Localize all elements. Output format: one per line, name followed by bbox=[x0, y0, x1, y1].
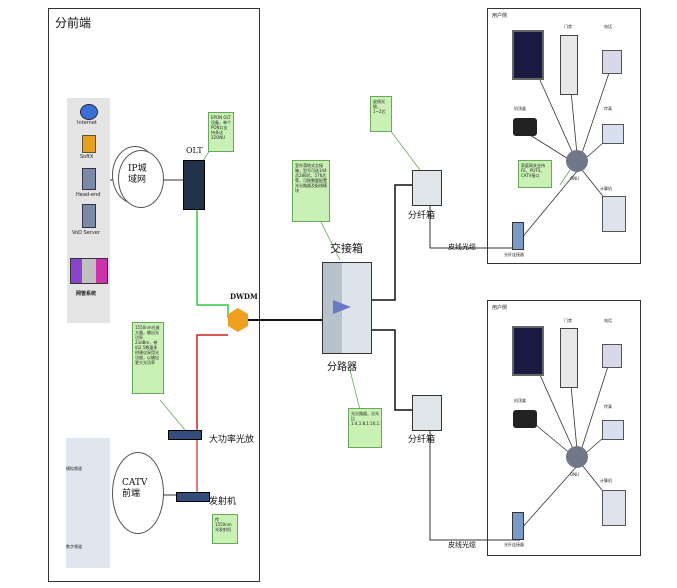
fax-icon-bottom bbox=[602, 420, 624, 440]
fiber-panel-top-label: 光纤连接器 bbox=[504, 252, 524, 257]
home-frame-bottom bbox=[487, 300, 641, 556]
head-end-title: 分前端 bbox=[55, 16, 92, 30]
branch-box-bottom bbox=[412, 395, 442, 431]
doorbell-icon-bottom bbox=[560, 328, 578, 388]
transmitter-label: 发射机 bbox=[209, 497, 237, 507]
stb-icon bbox=[513, 118, 537, 136]
computer-icon-bottom bbox=[602, 490, 626, 526]
computer-label-top: 计算机 bbox=[600, 186, 612, 191]
computer-label-bottom: 计算机 bbox=[600, 478, 612, 483]
ip-cloud-label: IP城 域网 bbox=[128, 164, 147, 185]
branch-box-top bbox=[412, 170, 442, 206]
dropcable-label-top: 皮线光缆 bbox=[448, 243, 476, 251]
fiber-panel-top bbox=[512, 222, 524, 250]
branch-box-bottom-label: 分纤箱 bbox=[408, 435, 436, 445]
head-end-frame bbox=[48, 8, 260, 582]
onu-label-top: ONU bbox=[570, 176, 580, 181]
onu-icon-bottom bbox=[566, 446, 588, 468]
dropcable-label-bottom: 皮线光缆 bbox=[448, 541, 476, 549]
note-cabinet: 室外落地式交接箱，型号可选144芯288芯、576芯等，可按需要配置光分路器及配… bbox=[292, 160, 330, 222]
cabinet-label: 交接箱 bbox=[330, 242, 363, 255]
phone-icon bbox=[602, 50, 622, 74]
olt-label: OLT bbox=[186, 146, 203, 155]
note-gateway-top: 家庭网关支持FE、POTS、CATV接口 bbox=[518, 160, 552, 188]
softx-icon bbox=[82, 135, 96, 153]
server-label-headend: Head-end bbox=[76, 192, 101, 198]
vod-server-icon bbox=[82, 204, 96, 228]
note-olt: EPON OLT设备，单个PON口支持多达32ONU bbox=[208, 112, 234, 152]
amplifier-device bbox=[168, 430, 202, 440]
internet-icon bbox=[80, 104, 98, 120]
onu-label-bottom: ONU bbox=[570, 472, 580, 477]
home-top-title: 用户侧 bbox=[492, 13, 508, 19]
catv-cloud-label: CATV 前端 bbox=[122, 478, 148, 499]
doorbell-label-bottom: 门禁 bbox=[564, 318, 572, 323]
onu-icon bbox=[566, 150, 588, 172]
phone-label-top: 电话 bbox=[604, 24, 612, 29]
computer-icon bbox=[602, 196, 626, 232]
doorbell-label-top: 门禁 bbox=[564, 24, 572, 29]
server-label-internet: Internet bbox=[77, 120, 97, 126]
transmitter-device bbox=[176, 492, 210, 502]
fiber-panel-bottom bbox=[512, 512, 524, 540]
splitter-label: 分路器 bbox=[327, 362, 357, 373]
fax-label-top: 传真 bbox=[604, 106, 612, 111]
catv-cloud bbox=[112, 452, 164, 534]
mgmt-system-icon bbox=[70, 258, 108, 284]
phone-label-bottom: 电话 bbox=[604, 318, 612, 323]
fax-label-bottom: 传真 bbox=[604, 404, 612, 409]
note-tx: 传1550nm光发射机 bbox=[212, 514, 238, 544]
note-dropcable: 皮线光缆，1~2芯 bbox=[370, 96, 392, 132]
stb-label-top: 机顶盒 bbox=[514, 106, 526, 111]
branch-box-top-label: 分纤箱 bbox=[408, 211, 436, 221]
fax-icon bbox=[602, 124, 624, 144]
dwdm-device bbox=[228, 308, 248, 332]
doorbell-icon bbox=[560, 35, 578, 95]
server-label-vod: VoD Server bbox=[72, 230, 100, 236]
catv-node-digital: 数字频道 bbox=[66, 544, 82, 549]
tv-icon bbox=[512, 30, 544, 80]
stb-label-bottom: 机顶盒 bbox=[514, 398, 526, 403]
tv-icon-bottom bbox=[512, 326, 544, 376]
phone-icon-bottom bbox=[602, 344, 622, 368]
olt-device bbox=[183, 160, 205, 210]
note-amp: 1550nm光放大器，输出光功率23dBm，带机2.5数量多时建议采用光功放，以… bbox=[132, 322, 164, 394]
dwdm-label: DWDM bbox=[230, 292, 258, 301]
server-label-softx: SoftX bbox=[80, 154, 94, 160]
catv-node-analog: 模拟频道 bbox=[66, 466, 82, 471]
home-bottom-title: 用户侧 bbox=[492, 305, 508, 311]
stb-icon-bottom bbox=[513, 410, 537, 428]
note-splitter: 光分路器，分光比1:4,1:8,1:16,1:32 bbox=[348, 408, 382, 448]
headend-server-icon bbox=[82, 168, 96, 190]
mgmt-system-label: 网管系统 bbox=[76, 291, 97, 297]
home-frame-top bbox=[487, 8, 641, 264]
amplifier-label: 大功率光放 bbox=[209, 435, 255, 445]
fiber-panel-bottom-label: 光纤连接器 bbox=[504, 542, 524, 547]
catv-panel bbox=[66, 438, 110, 568]
ip-cloud bbox=[118, 150, 164, 208]
